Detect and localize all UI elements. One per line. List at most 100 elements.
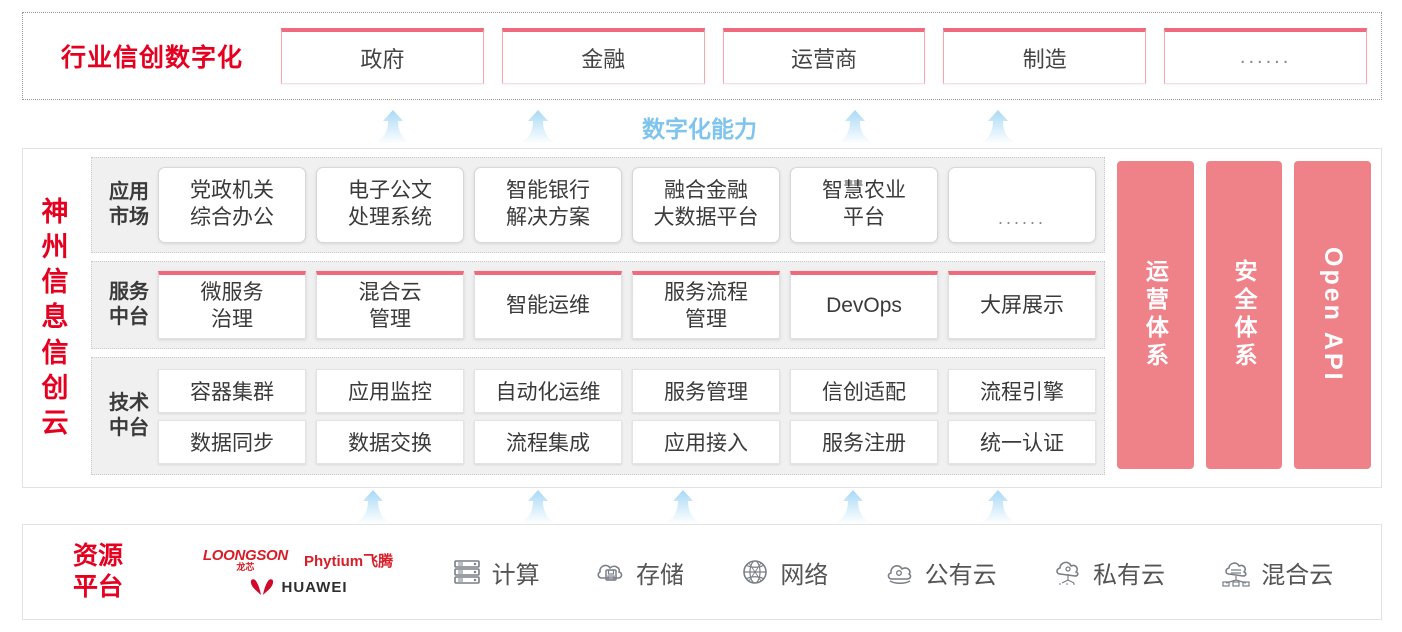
resource-arrow-2 bbox=[517, 490, 559, 524]
service-platform-cell-4[interactable]: 服务流程管理 bbox=[632, 271, 780, 339]
resource-arrow-5 bbox=[977, 490, 1019, 524]
tech-platform-row2-cell-6[interactable]: 统一认证 bbox=[948, 419, 1096, 464]
app-market-cell-2[interactable]: 电子公文处理系统 bbox=[316, 167, 464, 243]
up-arrow-icon bbox=[353, 490, 393, 524]
cloud-platform-body: 应用市场 党政机关综合办公电子公文处理系统智能银行解决方案融合金融大数据平台智慧… bbox=[87, 149, 1381, 487]
app-market-cell-3[interactable]: 智能银行解决方案 bbox=[474, 167, 622, 243]
up-arrow-icon bbox=[978, 110, 1018, 144]
huawei-logo: HUAWEI bbox=[249, 578, 348, 596]
tech-platform-row2-cell-5[interactable]: 服务注册 bbox=[790, 419, 938, 464]
resource-item-label: 计算 bbox=[491, 561, 540, 589]
cloud-storage-icon bbox=[595, 556, 627, 588]
cloud-title-char-1: 神 bbox=[41, 197, 69, 228]
tier-app-market-cells: 党政机关综合办公电子公文处理系统智能银行解决方案融合金融大数据平台智慧农业平台.… bbox=[158, 167, 1096, 243]
service-platform-cell-5[interactable]: DevOps bbox=[790, 271, 938, 339]
huawei-logo-text: HUAWEI bbox=[281, 578, 348, 596]
resource-item-3[interactable]: 网络 bbox=[739, 555, 828, 590]
loongson-logo-en: LOONGSON bbox=[202, 547, 288, 564]
cloud-platform-title: 神州信息信创云 bbox=[23, 149, 87, 487]
tier-tech-platform: 技术中台 容器集群应用监控自动化运维服务管理信创适配流程引擎 数据同步数据交换流… bbox=[91, 357, 1105, 475]
resource-arrow-1 bbox=[352, 490, 394, 524]
industry-box-list: 政府 金融 运营商 制造...... bbox=[281, 28, 1381, 84]
huawei-flower-icon bbox=[250, 579, 273, 595]
tech-platform-row2-cell-2[interactable]: 数据交换 bbox=[316, 419, 464, 464]
tech-platform-row2-cell-4[interactable]: 应用接入 bbox=[632, 419, 780, 464]
digital-capability-label: 数字化能力 bbox=[642, 116, 757, 142]
resource-item-5[interactable]: 私有云 bbox=[1052, 555, 1165, 590]
tech-platform-row2-cell-3[interactable]: 流程集成 bbox=[474, 419, 622, 464]
industry-box-label: 运营商 bbox=[790, 46, 857, 72]
tech-platform-row1-cell-2[interactable]: 应用监控 bbox=[316, 368, 464, 413]
capability-arrow-4 bbox=[977, 110, 1019, 144]
loongson-logo: LOONGSON 龙芯 bbox=[203, 548, 288, 572]
industry-box-label: 金融 bbox=[581, 46, 626, 72]
resource-item-1[interactable]: 计算 bbox=[451, 555, 540, 590]
pillar-label: 安全体系 bbox=[1231, 259, 1257, 371]
resource-arrow-3 bbox=[662, 490, 704, 524]
tech-platform-row1-cell-6[interactable]: 流程引擎 bbox=[948, 368, 1096, 413]
tech-platform-row2-cell-1[interactable]: 数据同步 bbox=[158, 419, 306, 464]
resource-item-label: 混合云 bbox=[1261, 561, 1334, 589]
industry-box-2[interactable]: 金融 bbox=[501, 28, 705, 84]
up-arrow-icon bbox=[978, 490, 1018, 524]
resource-platform-title: 资源平台 bbox=[72, 541, 123, 601]
tier-tech-platform-row1: 容器集群应用监控自动化运维服务管理信创适配流程引擎 bbox=[158, 368, 1096, 413]
industry-box-5[interactable]: ...... bbox=[1164, 28, 1367, 84]
resource-item-label: 网络 bbox=[780, 561, 829, 589]
service-platform-cell-3[interactable]: 智能运维 bbox=[474, 271, 622, 339]
loongson-logo-cn: 龙芯 bbox=[236, 562, 255, 572]
private-cloud-icon bbox=[1052, 556, 1084, 588]
vertical-pillar-list: 运营体系 安全体系 Open API bbox=[1113, 157, 1372, 479]
tier-tech-platform-label: 技术中台 bbox=[109, 392, 149, 439]
resource-platform-panel: 资源平台 LOONGSON 龙芯 Phytium飞腾 HUAWEI 计算存储网络… bbox=[22, 524, 1382, 620]
tier-app-market: 应用市场 党政机关综合办公电子公文处理系统智能银行解决方案融合金融大数据平台智慧… bbox=[91, 157, 1105, 253]
resource-item-list: 计算 存储 网络 公有云 私有云 混合云 bbox=[423, 555, 1381, 590]
industry-box-4[interactable]: 制造 bbox=[943, 28, 1147, 84]
resource-item-2[interactable]: 存储 bbox=[595, 555, 684, 590]
cloud-title-char-4: 息 bbox=[41, 302, 69, 333]
industry-band: 行业信创数字化 政府 金融 运营商 制造...... bbox=[22, 12, 1382, 100]
resource-item-4[interactable]: 公有云 bbox=[884, 555, 997, 590]
app-market-cell-4[interactable]: 融合金融大数据平台 bbox=[632, 167, 780, 243]
tech-platform-row1-cell-5[interactable]: 信创适配 bbox=[790, 368, 938, 413]
app-market-cell-6[interactable]: ...... bbox=[948, 167, 1096, 243]
pillar-1[interactable]: 运营体系 bbox=[1117, 161, 1194, 469]
resource-item-6[interactable]: 混合云 bbox=[1220, 555, 1333, 590]
pillar-label: Open API bbox=[1319, 247, 1348, 383]
tech-platform-row1-cell-4[interactable]: 服务管理 bbox=[632, 368, 780, 413]
service-platform-cell-6[interactable]: 大屏展示 bbox=[948, 271, 1096, 339]
resource-item-label: 公有云 bbox=[924, 561, 997, 589]
app-market-cell-5[interactable]: 智慧农业平台 bbox=[790, 167, 938, 243]
cloud-title-char-5: 信 bbox=[41, 337, 69, 368]
tech-platform-row1-cell-3[interactable]: 自动化运维 bbox=[474, 368, 622, 413]
service-platform-cell-1[interactable]: 微服务治理 bbox=[158, 271, 306, 339]
server-icon bbox=[451, 556, 483, 588]
industry-box-3[interactable]: 运营商 bbox=[722, 28, 926, 84]
up-arrow-icon bbox=[373, 110, 413, 144]
industry-band-title: 行业信创数字化 bbox=[60, 44, 243, 72]
cloud-title-char-6: 创 bbox=[41, 372, 69, 403]
resource-arrow-strip bbox=[22, 490, 1382, 524]
pillar-3[interactable]: Open API bbox=[1294, 161, 1372, 469]
up-arrow-icon bbox=[663, 490, 703, 524]
network-globe-icon bbox=[739, 556, 771, 588]
service-platform-cell-2[interactable]: 混合云管理 bbox=[316, 271, 464, 339]
cloud-title-char-7: 云 bbox=[41, 407, 69, 438]
up-arrow-icon bbox=[518, 490, 558, 524]
pillar-2[interactable]: 安全体系 bbox=[1205, 161, 1283, 469]
tech-platform-row1-cell-1[interactable]: 容器集群 bbox=[158, 368, 306, 413]
tier-app-market-label: 应用市场 bbox=[109, 181, 149, 228]
industry-box-label: ...... bbox=[1239, 46, 1292, 68]
capability-arrow-3 bbox=[834, 110, 876, 144]
app-market-cell-1[interactable]: 党政机关综合办公 bbox=[158, 167, 306, 243]
capability-arrow-1 bbox=[372, 110, 414, 144]
industry-box-label: 政府 bbox=[360, 46, 405, 72]
industry-box-1[interactable]: 政府 bbox=[281, 28, 484, 84]
pillar-label: 运营体系 bbox=[1142, 259, 1169, 371]
cloud-platform-panel: 神州信息信创云 应用市场 党政机关综合办公电子公文处理系统智能银行解决方案融合金… bbox=[22, 148, 1382, 488]
resource-item-label: 存储 bbox=[635, 561, 684, 589]
up-arrow-icon bbox=[518, 110, 558, 144]
public-cloud-icon bbox=[884, 556, 916, 588]
